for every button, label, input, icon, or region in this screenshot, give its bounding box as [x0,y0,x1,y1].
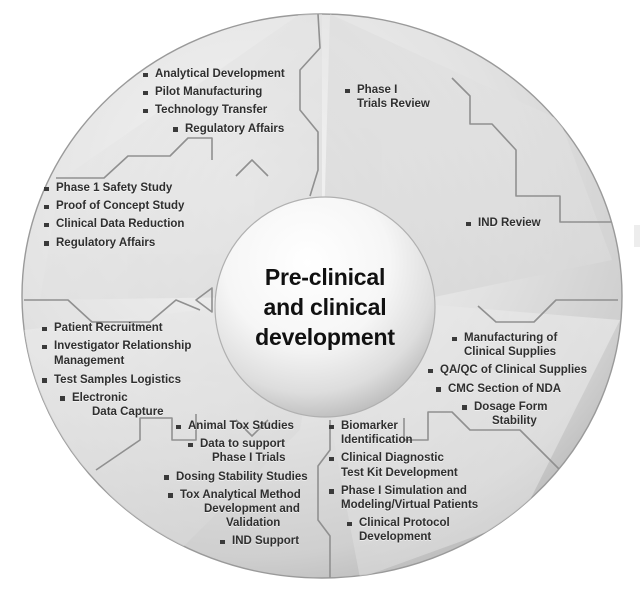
list-item: Regulatory Affairs [173,123,285,136]
list-item: Stability [492,415,537,428]
hub-label: Pre-clinical and clinical development [255,262,395,352]
list-item: Data Capture [92,406,164,419]
list-item: Proof of Concept Study [44,200,184,213]
list-item: Dosing Stability Studies [164,471,308,484]
list-item: Clinical Data Reduction [44,218,184,231]
segment-clinical-studies[interactable]: Phase 1 Safety Study Proof of Concept St… [44,182,184,255]
segment-translational-clinical[interactable]: Biomarker Identification Clinical Diagno… [329,420,478,550]
segment-item-list: Analytical Development Pilot Manufacturi… [143,68,285,136]
segment-phase-i-trials-review[interactable]: Phase I Trials Review [345,84,430,116]
list-item: Phase 1 Safety Study [44,182,184,195]
segment-item-list: Phase 1 Safety Study Proof of Concept St… [44,182,184,250]
segment-item-list: IND Review [466,217,541,230]
segment-item-list: Animal Tox Studies Data to support Phase… [164,420,308,549]
list-item: Dosage Form [462,401,587,414]
list-item: Analytical Development [143,68,285,81]
list-item: Modeling/Virtual Patients [341,499,479,512]
segment-cmc-development[interactable]: Analytical Development Pilot Manufacturi… [143,68,285,141]
list-item: Management [54,355,125,368]
list-item: Technology Transfer [143,104,285,117]
list-item: Data to support [188,438,308,451]
hub-label-line-2: and clinical [263,294,387,320]
segment-ind-review[interactable]: IND Review [466,217,541,235]
list-item: Development [359,531,432,544]
list-item: Clinical Supplies [464,346,557,359]
list-item: Tox Analytical Method [168,489,308,502]
list-item: Phase I Simulation and [329,485,478,498]
hub-center: Pre-clinical and clinical development [215,197,435,417]
hub-label-line-1: Pre-clinical [264,264,386,290]
list-item: Phase I [345,84,430,97]
list-item: Phase I Trials [212,452,286,465]
segment-item-list: Phase I Trials Review [345,84,430,111]
list-item: Test Samples Logistics [42,374,191,387]
cropped-text-top [40,0,340,4]
list-item: IND Support [220,535,308,548]
hub-label-line-3: development [255,324,395,350]
page-edge-mark [634,225,640,247]
segment-item-list: Manufacturing of Clinical Supplies QA/QC… [428,332,587,428]
segment-item-list: Patient Recruitment Investigator Relatio… [42,322,191,419]
list-item: Biomarker [329,420,478,433]
segment-clinical-supplies[interactable]: Manufacturing of Clinical Supplies QA/QC… [428,332,587,433]
list-item: Investigator Relationship [42,340,191,353]
list-item: Animal Tox Studies [176,420,308,433]
segment-clinical-operations[interactable]: Patient Recruitment Investigator Relatio… [42,322,191,424]
segment-item-list: Biomarker Identification Clinical Diagno… [329,420,478,545]
list-item: Clinical Protocol [347,517,478,530]
list-item: Validation [226,517,281,530]
list-item: CMC Section of NDA [436,383,587,396]
list-item: Pilot Manufacturing [143,86,285,99]
list-item: Test Kit Development [341,466,458,479]
cropped-text-bottom [55,575,615,594]
list-item: Clinical Diagnostic [329,452,478,465]
list-item: Manufacturing of [452,332,587,345]
list-item: Regulatory Affairs [44,237,184,250]
list-item: Development and [204,503,300,516]
list-item: Patient Recruitment [42,322,191,335]
segment-preclinical-tox[interactable]: Animal Tox Studies Data to support Phase… [164,420,308,554]
list-item: Electronic [60,392,191,405]
list-item: IND Review [466,217,541,230]
list-item: QA/QC of Clinical Supplies [428,364,587,377]
list-item: Identification [341,434,413,447]
list-item: Trials Review [357,98,430,111]
